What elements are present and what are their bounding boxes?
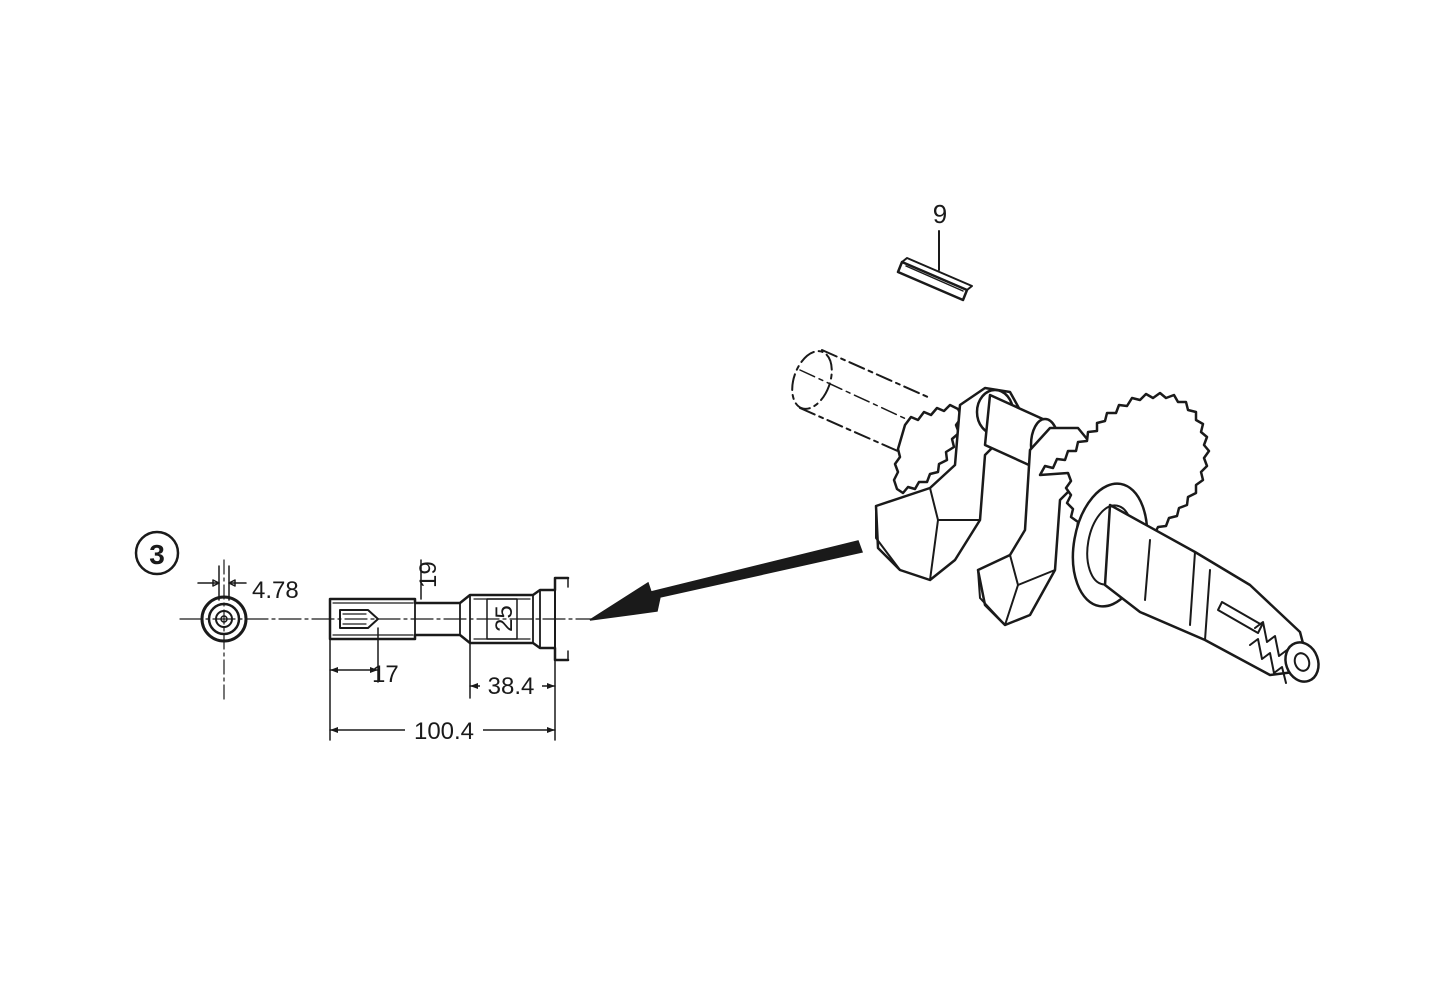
key-part-9: 9 xyxy=(896,199,973,302)
section-3-circle xyxy=(134,530,180,576)
dim-journal-length: 38.4 xyxy=(488,673,535,700)
callout-9-label: 9 xyxy=(933,199,947,229)
section-3-drawing: 3 4.78 xyxy=(134,530,593,745)
dim-overall-length: 100.4 xyxy=(414,718,474,745)
dim-journal-diameter: 25 xyxy=(491,605,518,632)
dim-keyway-length: 17 xyxy=(372,661,399,688)
shaft-side-view xyxy=(328,576,570,662)
section-3-label: 3 xyxy=(149,539,165,570)
key-9-body xyxy=(896,257,973,302)
output-shaft xyxy=(1103,503,1320,684)
dim-shoulder-diameter: 19 xyxy=(415,561,442,588)
detail-arrow xyxy=(589,540,863,621)
rear-gear xyxy=(892,403,964,495)
crankshaft-illustration xyxy=(791,349,1320,684)
dim-keyway-width: 4.78 xyxy=(252,577,299,604)
shaft-end-view xyxy=(197,559,248,701)
